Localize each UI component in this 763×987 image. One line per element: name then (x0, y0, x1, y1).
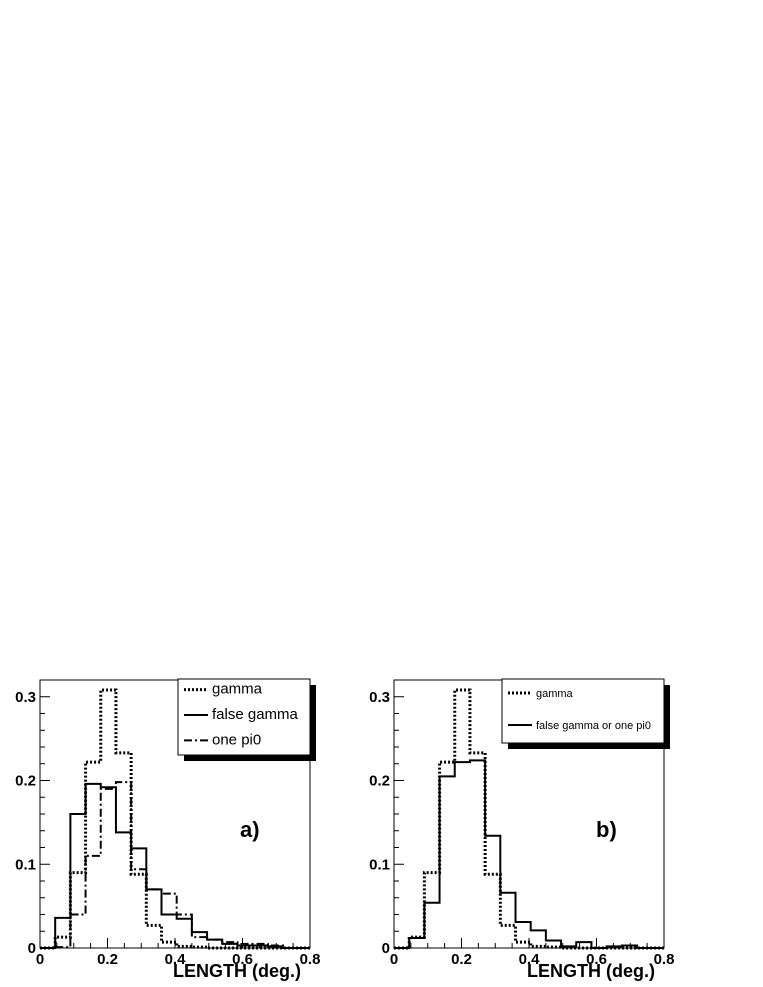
legend-label: false gamma (212, 706, 299, 723)
x-axis-title-b: LENGTH (deg.) (527, 961, 655, 981)
panel-label-b: b) (596, 817, 617, 842)
y-tick-label: 0 (382, 940, 390, 957)
y-tick-label: 0.1 (15, 856, 36, 873)
panel-label-a: a) (240, 817, 260, 842)
x-tick-label: 0 (390, 951, 398, 968)
y-tick-label: 0.2 (369, 773, 390, 790)
y-tick-label: 0.1 (369, 856, 390, 873)
y-tick-label: 0.3 (369, 689, 390, 706)
panel-b: b) LENGTH (deg.) 0 0.1 0.2 0.3 0 0.2 0.4 0.6 0.8… (369, 678, 675, 981)
x-tick-label: 0.4 (165, 951, 187, 968)
x-tick-label: 0.6 (586, 951, 607, 968)
x-tick-label: 0 (36, 951, 44, 968)
x-axis-title-a: LENGTH (deg.) (173, 961, 301, 981)
x-tick-label: 0.6 (232, 951, 253, 968)
series-line-false-gamma (40, 782, 310, 949)
panel-a: a) LENGTH (deg.) 0 0.1 0.2 0.3 0 0.2 0.4 0.6 0.8… (15, 678, 321, 981)
x-tick-label: 0.4 (519, 951, 541, 968)
y-tick-label: 0 (28, 940, 36, 957)
x-tick-label: 0.8 (654, 951, 675, 968)
y-tick-label: 0.3 (15, 689, 36, 706)
series-line-one-pi0 (40, 781, 310, 949)
legend-label: gamma (212, 681, 263, 698)
series-line-false-gamma-or-one-pi0 (394, 759, 664, 949)
x-tick-label: 0.2 (451, 951, 472, 968)
x-tick-label: 0.8 (300, 951, 321, 968)
legend-box (501, 678, 665, 744)
x-tick-label: 0.2 (97, 951, 118, 968)
legend-label: false gamma or one pi0 (536, 720, 651, 732)
legend-label: gamma (536, 688, 574, 700)
legend-box (177, 678, 311, 756)
y-tick-label: 0.2 (15, 773, 36, 790)
legend-label: one pi0 (212, 731, 261, 748)
